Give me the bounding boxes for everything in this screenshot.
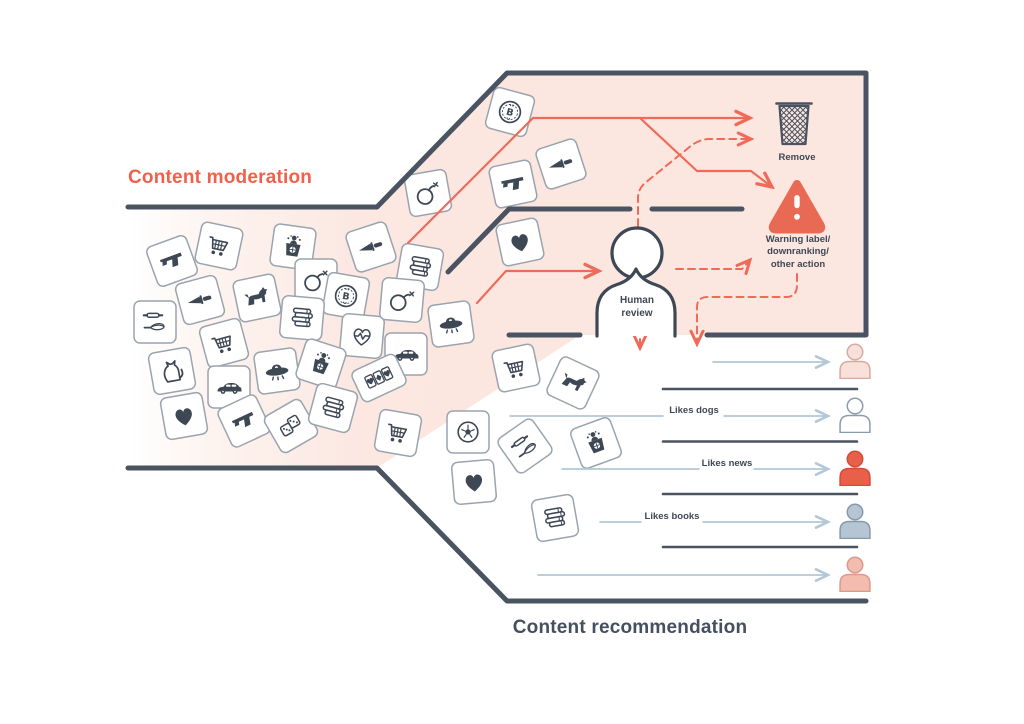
content-tile-knife-icon [345, 221, 397, 273]
moderation-title: Content moderation [128, 167, 313, 188]
dashed-warning-to-feed [697, 273, 798, 344]
content-tile-heart-icon [495, 217, 545, 267]
row-label: Likes news [701, 458, 753, 469]
content-tile-gun-icon [217, 394, 271, 448]
remove-label: Remove [778, 152, 816, 163]
user-avatar-icon [839, 556, 871, 592]
human-review-line-2: review [621, 308, 653, 319]
wall-bottom [125, 465, 869, 604]
content-tile-bomb-icon [403, 168, 453, 218]
recommendation-rows-layer [509, 362, 859, 575]
recommendation-title: Content recommendation [512, 617, 748, 638]
dashed-human-to-warning [675, 260, 750, 269]
content-tile-heartpulse-icon [338, 312, 386, 360]
content-tile-bomb-icon [378, 276, 426, 324]
trash-icon [775, 102, 813, 146]
human-review-figure [595, 226, 677, 338]
content-tile-news-icon [570, 417, 622, 469]
content-tile-books-icon [278, 294, 326, 342]
content-tile-dog-icon [232, 273, 282, 323]
content-tile-bitcoin-icon [484, 86, 536, 138]
warning-triangle-icon [768, 180, 826, 234]
content-tile-heart-icon [159, 391, 209, 441]
human-review-label: Human review [599, 294, 675, 320]
arrow-to-human-review [475, 271, 599, 305]
row-label: Likes dogs [669, 405, 719, 416]
content-tile-books-icon [307, 382, 359, 434]
content-tile-knife-icon [535, 138, 587, 190]
warning-line-1: Warning label/ [765, 234, 831, 245]
dashed-human-to-remove [637, 139, 751, 227]
user-avatar-icon [839, 343, 871, 379]
arrow-to-warning [638, 116, 772, 187]
user-avatar-icon [839, 503, 871, 539]
content-tile-cat-icon [147, 346, 197, 396]
content-tile-dog-icon [546, 356, 600, 410]
wall-top [125, 70, 869, 338]
warning-action-label: Warning label/ downranking/ other action [740, 234, 856, 271]
user-avatar-icon [839, 397, 871, 433]
content-tile-gun-icon [146, 235, 198, 287]
content-tile-cart-icon [194, 221, 244, 271]
content-tile-gun-icon [488, 159, 538, 209]
content-tile-ufo-icon [427, 300, 475, 348]
row-label: Likes books [644, 511, 700, 522]
content-tile-news-icon [295, 338, 347, 390]
content-tile-ufo-icon [253, 347, 301, 395]
user-avatars-layer [839, 343, 871, 592]
content-tile-bitcoin-icon [321, 271, 371, 321]
wall-inner [445, 206, 745, 275]
content-tile-slot-icon [351, 353, 407, 403]
content-tile-knife-icon [174, 274, 226, 326]
moderation-solid-arrows [406, 116, 772, 305]
content-tile-kitchen-icon [497, 418, 553, 474]
content-tile-cart-icon [491, 343, 541, 393]
warning-line-3: other action [770, 258, 826, 270]
content-tile-cart-icon [198, 317, 250, 369]
funnel-walls [125, 70, 869, 604]
content-tile-books-icon [530, 493, 580, 543]
warning-line-2: downranking/ [767, 246, 829, 258]
content-tile-soccer-icon [446, 410, 490, 454]
content-tile-kitchen-icon [133, 300, 177, 344]
user-avatar-icon [839, 450, 871, 486]
content-tiles-layer [133, 86, 622, 543]
content-tile-cart-icon [373, 408, 423, 458]
human-review-line-1: Human [620, 295, 654, 306]
arrow-to-remove [406, 118, 750, 245]
content-tile-heart-icon [450, 458, 498, 506]
